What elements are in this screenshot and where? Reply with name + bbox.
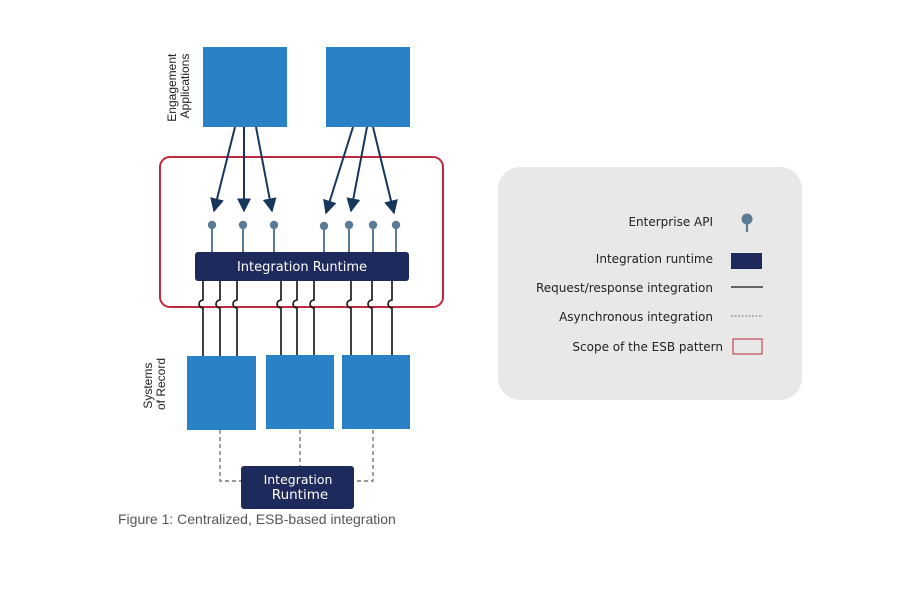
engagement-app-box: [203, 47, 287, 127]
esb-scope-box: [159, 156, 444, 308]
legend-label-request-response: Request/response integration: [536, 281, 713, 295]
api-pin-icon: [391, 220, 401, 252]
integration-runtime-box: [241, 466, 354, 509]
connection-line: [367, 281, 373, 356]
api-pin-icon: [344, 220, 354, 252]
integration-runtime-label: Integration Runtime: [237, 260, 367, 275]
integration-runtime-box-label: Integration Runtime: [264, 472, 337, 503]
engagement-label: Engagement Applications: [165, 50, 192, 121]
request-arrow: [372, 126, 398, 215]
legend-label-scope: Scope of the ESB pattern: [572, 340, 723, 354]
connection-line: [292, 281, 298, 356]
systems-label: Systems of Record: [141, 358, 168, 410]
request-arrow: [210, 126, 236, 213]
connection-line: [232, 281, 238, 356]
engagement-app-box: [326, 47, 410, 127]
runtime-swatch-icon: [731, 253, 762, 269]
connection-line: [309, 281, 315, 356]
legend-background: [498, 167, 802, 400]
async-line: [219, 430, 241, 482]
request-arrow: [323, 126, 354, 215]
legend-panel: Enterprise API Integration runtime Reque…: [498, 167, 802, 400]
figure-caption: Figure 1: Centralized, ESB-based integra…: [118, 511, 396, 527]
system-of-record-box: [342, 355, 410, 429]
api-pin-icon: [741, 213, 753, 232]
request-arrow: [255, 126, 277, 213]
api-pin-icon: [207, 220, 217, 252]
connection-line: [276, 281, 282, 356]
legend-label-async: Asynchronous integration: [559, 310, 713, 324]
connection-line: [198, 281, 204, 356]
api-pin-icon: [319, 221, 329, 252]
legend-label-runtime: Integration runtime: [596, 252, 713, 266]
api-pin-icon: [368, 220, 378, 252]
system-of-record-box: [187, 356, 256, 430]
api-pin-icon: [238, 220, 248, 252]
request-arrow: [346, 126, 368, 213]
connection-line: [387, 281, 393, 356]
connection-line: [346, 281, 352, 356]
async-lines: [219, 430, 374, 482]
api-pin-icon: [269, 220, 279, 252]
connection-line: [215, 281, 221, 356]
async-line: [354, 430, 374, 482]
scope-box-icon: [732, 338, 763, 355]
system-of-record-box: [266, 355, 334, 429]
api-pins: [207, 220, 401, 252]
request-response-lines: [198, 281, 393, 356]
integration-runtime-bar: [195, 252, 409, 281]
request-arrows: [210, 126, 398, 215]
legend-label-api: Enterprise API: [628, 215, 713, 229]
